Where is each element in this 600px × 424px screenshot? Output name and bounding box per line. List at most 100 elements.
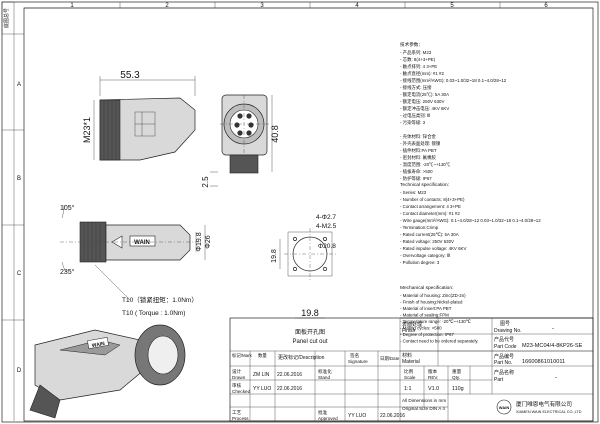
drawing-en: Drawing No. bbox=[494, 328, 522, 334]
spec-cn-line: - 额定冲击电压: 4KV 6KV bbox=[400, 105, 449, 112]
spec-cn-line: - 污染等级: 3 bbox=[400, 119, 426, 126]
angle-top: 105° bbox=[60, 204, 75, 212]
mech-en-line: - Material of housing: Zinc(ZD-2n) bbox=[400, 293, 466, 298]
finish-en: Finish bbox=[402, 328, 416, 334]
side-view: 55.3 M23*1 bbox=[82, 70, 196, 161]
check-en: Checked bbox=[232, 389, 251, 394]
dim-cut-dia: Φ20.8 bbox=[318, 243, 336, 250]
spec-cn-line: - 额定电流(25℃): 5A 30A bbox=[400, 91, 449, 98]
top-logo-box bbox=[129, 235, 156, 247]
row-label-b: B bbox=[17, 176, 21, 182]
company-en: XIAMEN WAIN ELECTRICAL CO.,LTD bbox=[516, 410, 582, 414]
spec-cn-line: - 过电压类别: Ⅲ bbox=[400, 112, 430, 119]
spec-cn-line: - 防护等级: IP67 bbox=[400, 175, 432, 182]
zone-ruler-left: A B C D bbox=[2, 33, 24, 421]
cutout-label-en: Panel cut out bbox=[292, 339, 327, 345]
partcode-cn: 产品代号 bbox=[494, 336, 514, 343]
spec-en-line: - Number of contacts: 8(4+3+PE) bbox=[400, 197, 465, 202]
dim-gap: 2.5 bbox=[201, 176, 210, 188]
panel-cutout: 4-Φ2.7 4-M2.5 Φ20.8 19.8 19.8 面板开孔图 Pane… bbox=[271, 214, 337, 345]
title-block: 图号 Drawing No. - 产品代号 Part Code M23-MC04… bbox=[229, 317, 594, 422]
partno-en: Part No. bbox=[494, 360, 512, 366]
corner-label: 底图总号 bbox=[3, 8, 10, 28]
finish-cn: 表面处理 bbox=[402, 321, 422, 328]
spec-en-line: - Wire gauge(mm²/AWG): 0.1~4.0/28~12 0.0… bbox=[400, 218, 541, 223]
svg-text:- Material of housing: Zinc(ZD: - Material of housing: Zinc(ZD-2n)- Fini… bbox=[400, 293, 479, 344]
spec-en-line: - Contact arrangement: 4 3+PE bbox=[400, 204, 461, 209]
spec-cn-line: - 温度范围: -20℃~+130℃ bbox=[400, 161, 451, 168]
spec-en-title: Technical specification: bbox=[400, 182, 449, 188]
approve-name: YY LUO bbox=[348, 413, 366, 419]
col-label-6: 6 bbox=[544, 3, 548, 9]
spec-cn-line: - 接线范围(mm²/AWG): 0.03~1.0/32~18 0.1~4.0/… bbox=[400, 77, 507, 84]
approve-cn: 批准 bbox=[318, 409, 328, 416]
weight-val: 110g bbox=[452, 386, 464, 392]
check-cn: 审核 bbox=[232, 382, 242, 389]
spec-en-line: - Contact diameter(mm): #1 #2 bbox=[400, 211, 460, 216]
torque-en: T10 ( Torque : 1.0Nm) bbox=[122, 310, 185, 317]
corner-box bbox=[1, 1, 15, 35]
spec-en-line: - Overvoltage category: Ⅲ bbox=[400, 253, 450, 258]
svg-text:- Series: M23- Number of conta: - Series: M23 - Number of contacts: 8(4+3… bbox=[400, 190, 541, 265]
dim-width: 55.3 bbox=[120, 70, 140, 81]
hdr-sign-en: Signature bbox=[348, 359, 368, 364]
row-label-a: A bbox=[17, 82, 21, 88]
weight-cn: 重量 bbox=[452, 368, 462, 375]
row-label-c: C bbox=[17, 271, 22, 277]
spec-cn-line: - 密封材料: 氟橡胶 bbox=[400, 154, 436, 161]
partno-val: 16600861010011 bbox=[522, 359, 565, 365]
partno-cn: 产品编号 bbox=[494, 353, 514, 360]
hdr-mark: 标记/Mark bbox=[232, 352, 253, 359]
mech-en-line: - Mating cycles: >500 bbox=[400, 326, 442, 331]
dim-holes: 4-Φ2.7 bbox=[316, 214, 336, 221]
col-label-3: 3 bbox=[260, 3, 264, 9]
company-logo: WAIN bbox=[499, 405, 510, 410]
drawing-val: - bbox=[552, 326, 554, 332]
company-logo-icon bbox=[496, 399, 512, 415]
scale-val: 1:1 bbox=[404, 386, 412, 392]
material-en: Material bbox=[402, 359, 420, 365]
spec-cn-line: - 接线方式: 压接 bbox=[400, 84, 432, 91]
dim-body: Φ26 bbox=[205, 235, 212, 248]
scale-cn: 比例 bbox=[404, 368, 414, 375]
cutout-label-cn: 面板开孔图 bbox=[295, 328, 325, 336]
rev-en: REV. bbox=[428, 375, 438, 380]
scale-en: Scale bbox=[404, 375, 416, 380]
side-thread bbox=[99, 99, 121, 161]
process-en: Process bbox=[232, 416, 249, 421]
col-label-1: 1 bbox=[70, 3, 74, 9]
drawing-cn: 图号 bbox=[500, 321, 510, 327]
angle-bottom: 235° bbox=[60, 268, 75, 276]
material-cn: 材料 bbox=[402, 352, 412, 359]
col-label-5: 5 bbox=[450, 3, 454, 9]
spec-cn-line: - 额定电压: 250V 630V bbox=[400, 98, 444, 105]
hdr-date: 日期/Date bbox=[380, 356, 400, 362]
spec-en-line: - Pollution degree: 3 bbox=[400, 260, 440, 265]
dim-height: 40.8 bbox=[270, 125, 280, 143]
approve-date: 22.06.2016 bbox=[380, 413, 405, 419]
dim-thread-holes: 4-M2.5 bbox=[316, 223, 337, 230]
row-label-d: D bbox=[17, 368, 22, 374]
spec-en-block: Technical specification: - Series: M23- … bbox=[400, 182, 541, 265]
mech-en-line: - Material of sealing:FPM bbox=[400, 313, 449, 318]
mech-en-line: - Degree of protection: IP67 bbox=[400, 332, 454, 337]
partcode-en: Part Code bbox=[494, 344, 517, 350]
mech-en-line: - Contact need to be ordered separately. bbox=[400, 339, 479, 344]
dim-thread: M23*1 bbox=[82, 117, 92, 143]
std-en: Stand bbox=[318, 375, 330, 380]
top-view: 105° 235° WAIN Φ19.8 Φ26 T10（锁紧扭矩：1.0Nm）… bbox=[60, 204, 212, 317]
top-logo: WAIN bbox=[134, 240, 150, 246]
spec-en-line: - Rated current(25℃): 5A 30A bbox=[400, 232, 459, 237]
check-name: YY LUO bbox=[253, 386, 271, 392]
drawn-date: 22.06.2016 bbox=[277, 372, 302, 378]
rev-cn: 版本 bbox=[428, 368, 438, 375]
spec-en-line: - Series: M23 bbox=[400, 190, 427, 195]
process-cn: 工艺 bbox=[232, 410, 242, 415]
spec-cn-line: - 芯数: 8(4+3+PE) bbox=[400, 56, 436, 63]
iso-logo: WAIN bbox=[91, 341, 105, 349]
spec-cn-line: - 触点排列: 4 3+PE bbox=[400, 63, 437, 70]
hdr-change: 更改标记/Description bbox=[278, 354, 325, 361]
name-val: - bbox=[555, 375, 557, 381]
mech-en-line: - Material of insert:PA PBT bbox=[400, 306, 452, 311]
